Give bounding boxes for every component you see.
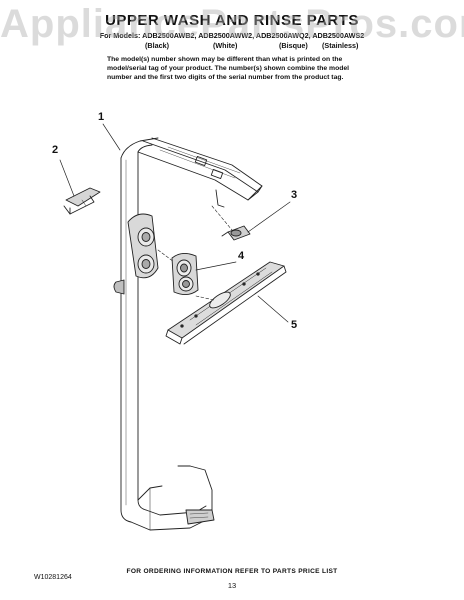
part-4-hub (171, 253, 199, 295)
callout-1: 1 (98, 111, 105, 123)
leader-2 (59, 159, 75, 197)
document-number: W10281264 (34, 574, 72, 581)
page-number: 13 (227, 581, 237, 590)
leader-5 (257, 295, 289, 323)
callout-4: 4 (238, 250, 245, 262)
leader-3 (247, 201, 291, 233)
callout-2: 2 (52, 144, 59, 156)
note-line-2: model/serial tag of your product. The nu… (107, 65, 350, 72)
page-title: UPPER WASH AND RINSE PARTS (105, 12, 359, 29)
callout-3: 3 (291, 189, 298, 201)
leader-4 (195, 261, 237, 271)
leader-1 (102, 123, 121, 151)
part-2-clip (63, 187, 101, 215)
model-note: The model(s) number shown may be differe… (107, 55, 375, 82)
callout-5: 5 (291, 319, 298, 331)
note-line-3: number and the first two digits of the s… (107, 74, 344, 81)
ordering-info: FOR ORDERING INFORMATION REFER TO PARTS … (126, 568, 338, 575)
part-5-spray-arm (165, 261, 287, 345)
finish-black: (Black) (145, 41, 169, 50)
finish-white: (White) (213, 41, 238, 50)
finish-bisque: (Bisque) (279, 41, 308, 50)
finish-stainless: (Stainless) (322, 41, 359, 50)
note-line-1: The model(s) number shown may be differe… (107, 56, 343, 63)
model-list: For Models: ADB2500AWB2, ADB2500AWW2, AD… (99, 31, 365, 40)
part-3-coupler (221, 225, 251, 241)
part-1-manifold-tube (113, 137, 263, 531)
finish-labels: (Black) (White) (Bisque) (Stainless) (0, 41, 464, 51)
